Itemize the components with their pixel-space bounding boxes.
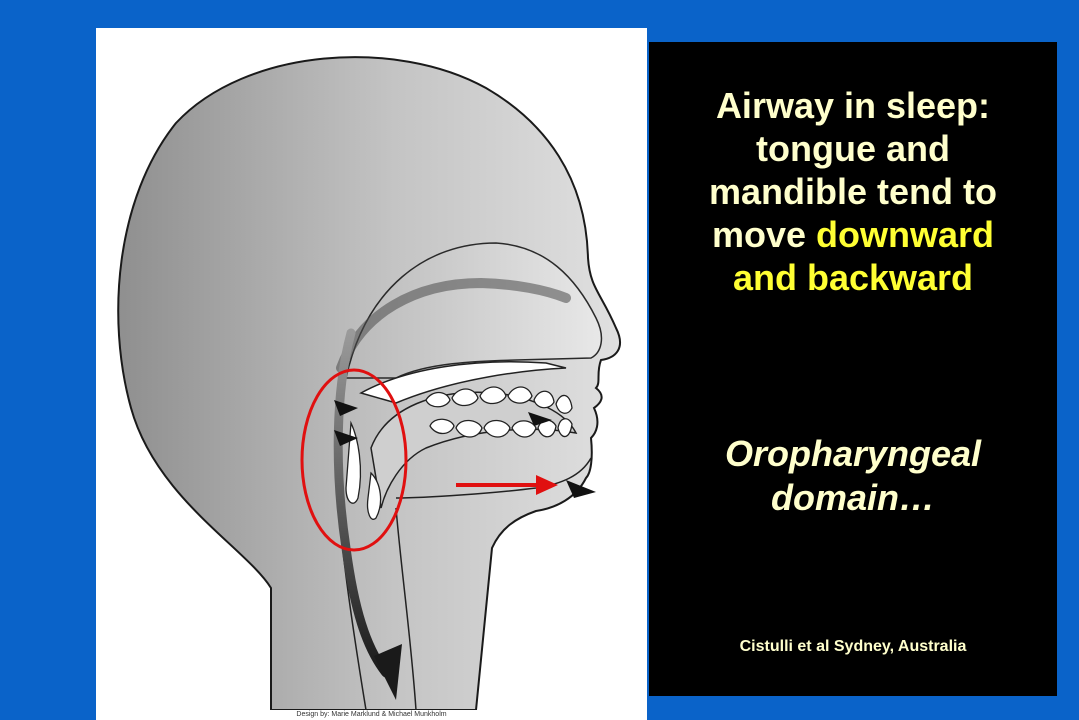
headline-highlight-downward: downward bbox=[816, 214, 994, 255]
domain-label: Oropharyngeal domain… bbox=[649, 432, 1057, 520]
headline-line-4: move downward bbox=[649, 213, 1057, 256]
headline-line-3: mandible tend to bbox=[649, 170, 1057, 213]
domain-label-line-1: Oropharyngeal bbox=[649, 432, 1057, 476]
head-silhouette bbox=[118, 57, 620, 710]
text-panel: Airway in sleep: tongue and mandible ten… bbox=[649, 42, 1057, 696]
head-profile-diagram bbox=[96, 28, 647, 710]
headline-line-2: tongue and bbox=[649, 127, 1057, 170]
domain-label-line-2: domain… bbox=[649, 476, 1057, 520]
headline-highlight-backward: and backward bbox=[649, 256, 1057, 299]
citation: Cistulli et al Sydney, Australia bbox=[649, 638, 1057, 656]
head-airway-illustration: Design by: Marie Marklund & Michael Munk… bbox=[96, 28, 647, 720]
illustration-credit: Design by: Marie Marklund & Michael Munk… bbox=[96, 711, 647, 718]
slide-headline: Airway in sleep: tongue and mandible ten… bbox=[649, 84, 1057, 299]
headline-line-4-prefix: move bbox=[712, 214, 816, 255]
headline-line-1: Airway in sleep: bbox=[649, 84, 1057, 127]
